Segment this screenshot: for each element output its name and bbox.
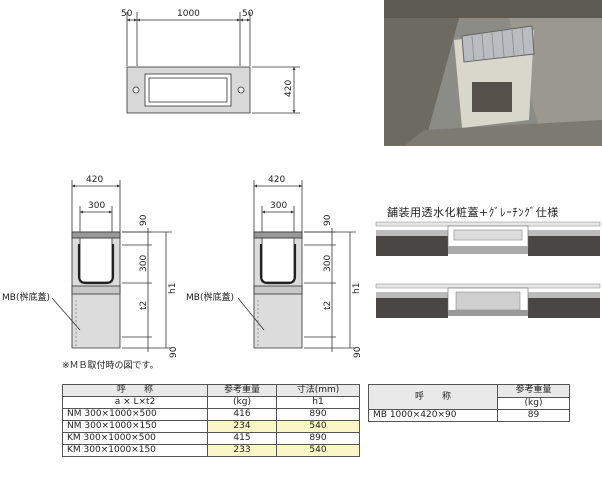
grating-section-2 xyxy=(375,283,601,318)
row-name: NM 300×1000×150 xyxy=(62,420,208,433)
row-code: KM xyxy=(67,445,81,455)
product-photo xyxy=(384,0,602,146)
section-right-mb-label: MB(桝底蓋) xyxy=(186,291,234,303)
row-weight: 89 xyxy=(497,409,570,422)
row-h1: 540 xyxy=(276,444,360,457)
table-subheader-row: a × L×t2 (kg) h1 xyxy=(62,396,360,409)
section-left-view xyxy=(51,180,172,352)
row-size: 300×1000×500 xyxy=(83,433,156,443)
header-weight: 参考重量 xyxy=(497,384,570,398)
plan-dim-1000: 1000 xyxy=(177,9,200,19)
section-left-dim-90-top: 90 xyxy=(139,214,149,226)
row-h1: 890 xyxy=(276,432,360,445)
row-size: 1000×420×90 xyxy=(389,410,457,420)
table-header-row: 呼 称 参考重量 xyxy=(368,384,570,410)
section-right-dim-300-v: 300 xyxy=(323,255,333,272)
header-weight: 参考重量 xyxy=(207,384,277,397)
table-row: KM 300×1000×150 233 540 xyxy=(62,444,360,457)
plan-dim-50-right: 50 xyxy=(242,9,254,19)
section-left-dim-h1: h1 xyxy=(168,283,178,294)
section-left-dim-t2: t2 xyxy=(139,301,149,310)
header-name: 呼 称 xyxy=(368,384,498,410)
row-size: 300×1000×500 xyxy=(84,409,157,419)
row-weight: 234 xyxy=(207,420,277,433)
section-right-dim-t2: t2 xyxy=(323,301,333,310)
plan-dim-420: 420 xyxy=(284,80,294,97)
section-right-dim-90-bottom: 90 xyxy=(353,346,363,358)
table-row: MB 1000×420×90 89 xyxy=(368,409,570,422)
row-code: NM xyxy=(67,409,82,419)
grating-section-1 xyxy=(375,221,601,256)
spec-table-mb: 呼 称 参考重量 (kg) MB 1000×420×90 89 xyxy=(368,384,570,422)
table-row: NM 300×1000×500 416 890 xyxy=(62,408,360,421)
section-right-dim-300: 300 xyxy=(270,201,287,211)
row-size: 300×1000×150 xyxy=(84,421,157,431)
row-size: 300×1000×150 xyxy=(83,445,156,455)
grating-title: 舗装用透水化粧蓋+ｸﾞﾚｰﾁﾝｸﾞ仕様 xyxy=(387,206,559,219)
table-row: KM 300×1000×500 415 890 xyxy=(62,432,360,445)
section-left-dim-90-bottom: 90 xyxy=(169,346,179,358)
section-left-dim-420: 420 xyxy=(86,175,103,185)
section-right-dim-h1: h1 xyxy=(352,283,362,294)
table-header-row: 呼 称 参考重量 寸法(mm) xyxy=(62,384,360,397)
row-h1: 890 xyxy=(276,408,360,421)
row-name: KM 300×1000×150 xyxy=(62,444,208,457)
row-h1: 540 xyxy=(276,420,360,433)
row-code: MB xyxy=(373,410,387,420)
row-weight: 233 xyxy=(207,444,277,457)
section-left-mb-label: MB(桝底蓋) xyxy=(2,291,50,303)
header-dim: 寸法(mm) xyxy=(276,384,360,397)
row-code: KM xyxy=(67,433,81,443)
section-right-dim-90-top: 90 xyxy=(323,214,333,226)
subheader-dim: h1 xyxy=(276,396,360,409)
row-weight: 415 xyxy=(207,432,277,445)
row-code: NM xyxy=(67,421,82,431)
section-right-view xyxy=(237,180,356,352)
subheader-weight: (kg) xyxy=(497,396,570,410)
subheader-name: a × L×t2 xyxy=(62,396,208,409)
section-left-dim-300-v: 300 xyxy=(139,255,149,272)
table-row: NM 300×1000×150 234 540 xyxy=(62,420,360,433)
row-name: KM 300×1000×500 xyxy=(62,432,208,445)
section-right-dim-420: 420 xyxy=(268,175,285,185)
row-name: NM 300×1000×500 xyxy=(62,408,208,421)
header-name: 呼 称 xyxy=(62,384,208,397)
plan-view xyxy=(126,12,300,114)
plan-dim-50-left: 50 xyxy=(121,9,133,19)
subheader-weight: (kg) xyxy=(207,396,277,409)
row-weight: 416 xyxy=(207,408,277,421)
mb-note: ※ＭＢ取付時の図です。 xyxy=(62,361,159,371)
spec-table-main: 呼 称 参考重量 寸法(mm) a × L×t2 (kg) h1 NM 300×… xyxy=(62,384,360,457)
section-left-dim-300: 300 xyxy=(88,201,105,211)
row-name: MB 1000×420×90 xyxy=(368,409,498,422)
